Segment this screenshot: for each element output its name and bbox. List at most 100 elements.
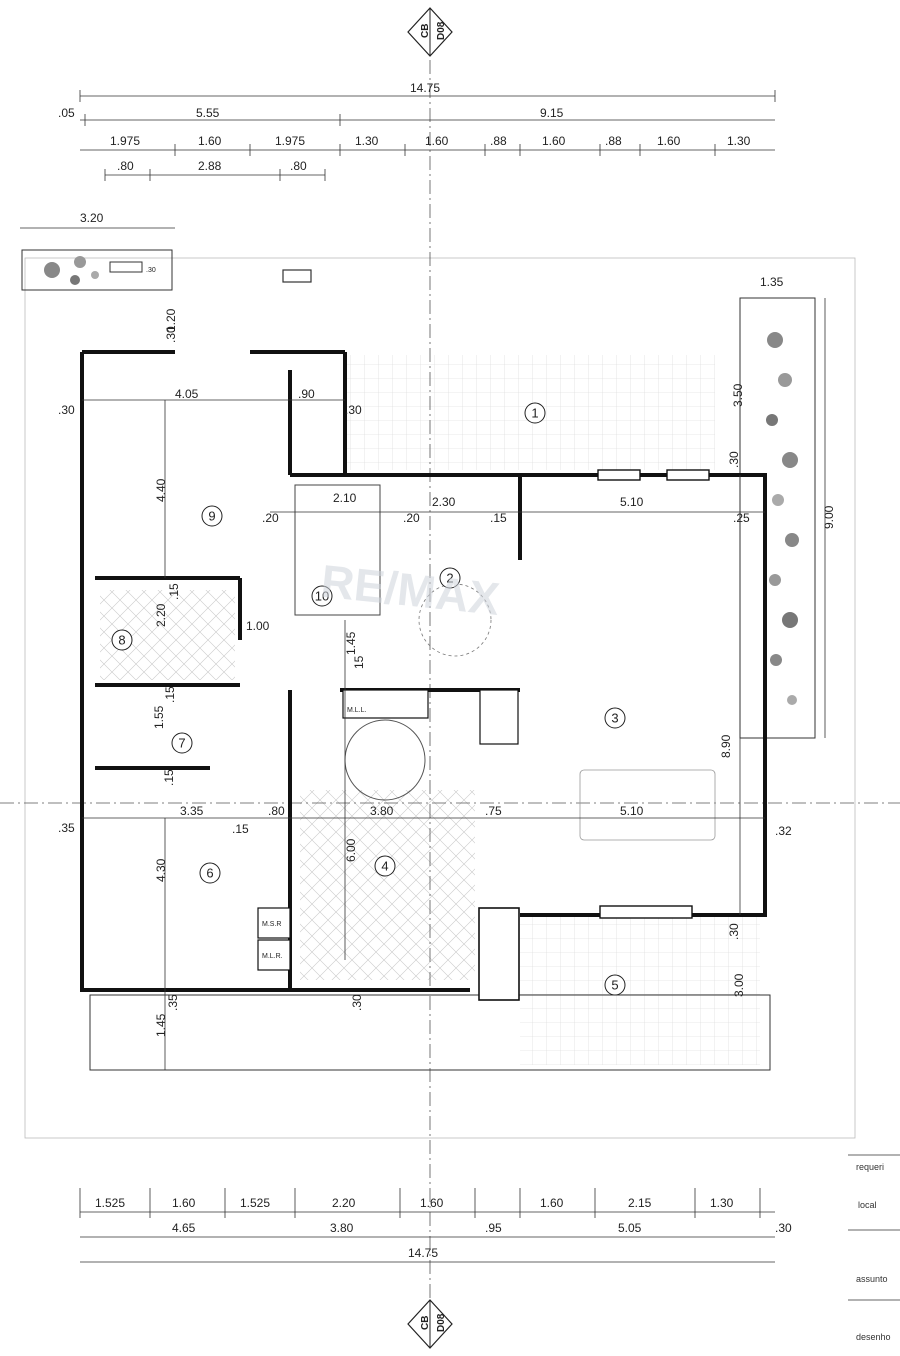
dim-top-r2-9: 1.30: [727, 134, 751, 148]
room-marker-circle: [604, 974, 626, 996]
svg-text:.25: .25: [733, 511, 750, 525]
svg-text:6.00: 6.00: [344, 838, 358, 862]
room-marker-1: 1: [524, 402, 546, 424]
dim-top-r1-1: 5.55: [196, 106, 220, 120]
title-block-assunto: assunto: [856, 1274, 888, 1284]
room-marker-circle: [201, 505, 223, 527]
svg-text:15: 15: [352, 655, 366, 669]
dim-top-total: 14.75: [410, 81, 440, 95]
svg-text:5.10: 5.10: [620, 495, 644, 509]
dim-planter-left-width: 3.20: [80, 211, 104, 225]
dim-top-r3-2: .80: [290, 159, 307, 173]
skylight: [282, 269, 312, 283]
svg-text:.15: .15: [163, 686, 177, 703]
title-block-requeri: requeri: [856, 1162, 884, 1172]
svg-text:.35: .35: [58, 821, 75, 835]
svg-text:3.00: 3.00: [732, 973, 746, 997]
svg-text:.75: .75: [485, 804, 502, 818]
dim-top-r2-2: 1.975: [275, 134, 305, 148]
room-marker-8: 8: [111, 629, 133, 651]
dim-bottom-r1-2: 1.525: [240, 1196, 270, 1210]
svg-text:CB: CB: [420, 1316, 431, 1330]
dim-bottom-total: 14.75: [408, 1246, 438, 1260]
room-number: 9: [208, 509, 215, 524]
fireplace: [478, 907, 520, 1001]
washing-mlr: [257, 939, 291, 971]
svg-text:4.05: 4.05: [175, 387, 199, 401]
title-block-local: local: [858, 1200, 877, 1210]
dim-top-r2-6: 1.60: [542, 134, 566, 148]
room-marker-circle: [171, 732, 193, 754]
dim-bottom-r1-3: 2.20: [332, 1196, 356, 1210]
svg-text:.15: .15: [162, 769, 176, 786]
kitchen-table: [344, 719, 426, 801]
dim-bottom-r1-1: 1.60: [172, 1196, 196, 1210]
planter-right: 9.00: [739, 297, 836, 739]
svg-text:.20: .20: [403, 511, 420, 525]
dim-bottom-r2-2: .95: [485, 1221, 502, 1235]
room-marker-circle: [111, 629, 133, 651]
svg-text:.35: .35: [166, 994, 180, 1011]
svg-text:3.35: 3.35: [180, 804, 204, 818]
room-marker-circle: [604, 707, 626, 729]
svg-text:D08: D08: [436, 21, 447, 40]
cooktop: [479, 689, 519, 745]
room-marker-circle: [311, 585, 333, 607]
room-marker-5: 5: [604, 974, 626, 996]
room-number: 7: [178, 736, 185, 751]
label-mlr: M.L.R.: [262, 953, 283, 960]
room-marker-circle: [199, 862, 221, 884]
dim-top-r2-7: .88: [605, 134, 622, 148]
dim-top-r3-1: 2.88: [198, 159, 222, 173]
washing-msr: [257, 907, 291, 939]
dim-top-r3-0: .80: [117, 159, 134, 173]
svg-text:.30: .30: [727, 923, 741, 940]
room-number: 6: [206, 866, 213, 881]
svg-text:.30: .30: [350, 994, 364, 1011]
room-marker-3: 3: [604, 707, 626, 729]
staircase: [294, 484, 381, 616]
dim-top-r1-2: 9.15: [540, 106, 564, 120]
svg-text:.30: .30: [345, 403, 362, 417]
title-block: requeri local assunto desenho: [848, 1154, 900, 1342]
dining-table: [579, 769, 716, 841]
svg-text:1.00: 1.00: [246, 619, 270, 633]
dim-bottom-r1-0: 1.525: [95, 1196, 125, 1210]
room-marker-7: 7: [171, 732, 193, 754]
room-marker-6: 6: [199, 862, 221, 884]
dim-top-r2-0: 1.975: [110, 134, 140, 148]
svg-text:.90: .90: [298, 387, 315, 401]
svg-text:3.80: 3.80: [370, 804, 394, 818]
svg-text:5.10: 5.10: [620, 804, 644, 818]
svg-text:8.90: 8.90: [719, 734, 733, 758]
svg-text:2.30: 2.30: [432, 495, 456, 509]
svg-text:.32: .32: [775, 824, 792, 838]
svg-text:.15: .15: [167, 583, 181, 600]
svg-text:.15: .15: [232, 822, 249, 836]
svg-text:CB: CB: [420, 24, 431, 38]
dim-bottom-r2-4: .30: [775, 1221, 792, 1235]
svg-text:4.30: 4.30: [154, 858, 168, 882]
svg-text:.15: .15: [490, 511, 507, 525]
room-number: 5: [611, 978, 618, 993]
dim-top-r2-1: 1.60: [198, 134, 222, 148]
svg-text:9.00: 9.00: [822, 505, 836, 529]
kitchen-sink: [342, 689, 429, 719]
room-number: 3: [611, 711, 618, 726]
svg-text:1.20: 1.20: [164, 308, 178, 332]
label-mll: M.L.L.: [347, 707, 367, 714]
dim-bottom-r1-7: 1.30: [710, 1196, 734, 1210]
svg-text:.30: .30: [146, 267, 156, 274]
planter-left: .30: [21, 249, 173, 291]
room-number: 1: [531, 406, 538, 421]
dim-planter-right-width: 1.35: [760, 275, 784, 289]
dim-bottom-r2-0: 4.65: [172, 1221, 196, 1235]
svg-text:1.45: 1.45: [344, 631, 358, 655]
dim-bottom-r1-6: 2.15: [628, 1196, 652, 1210]
room-marker-circle: [524, 402, 546, 424]
room-marker-10: 10: [311, 585, 333, 607]
dim-top-r1-0: .05: [58, 106, 75, 120]
room-number: 10: [315, 589, 329, 604]
